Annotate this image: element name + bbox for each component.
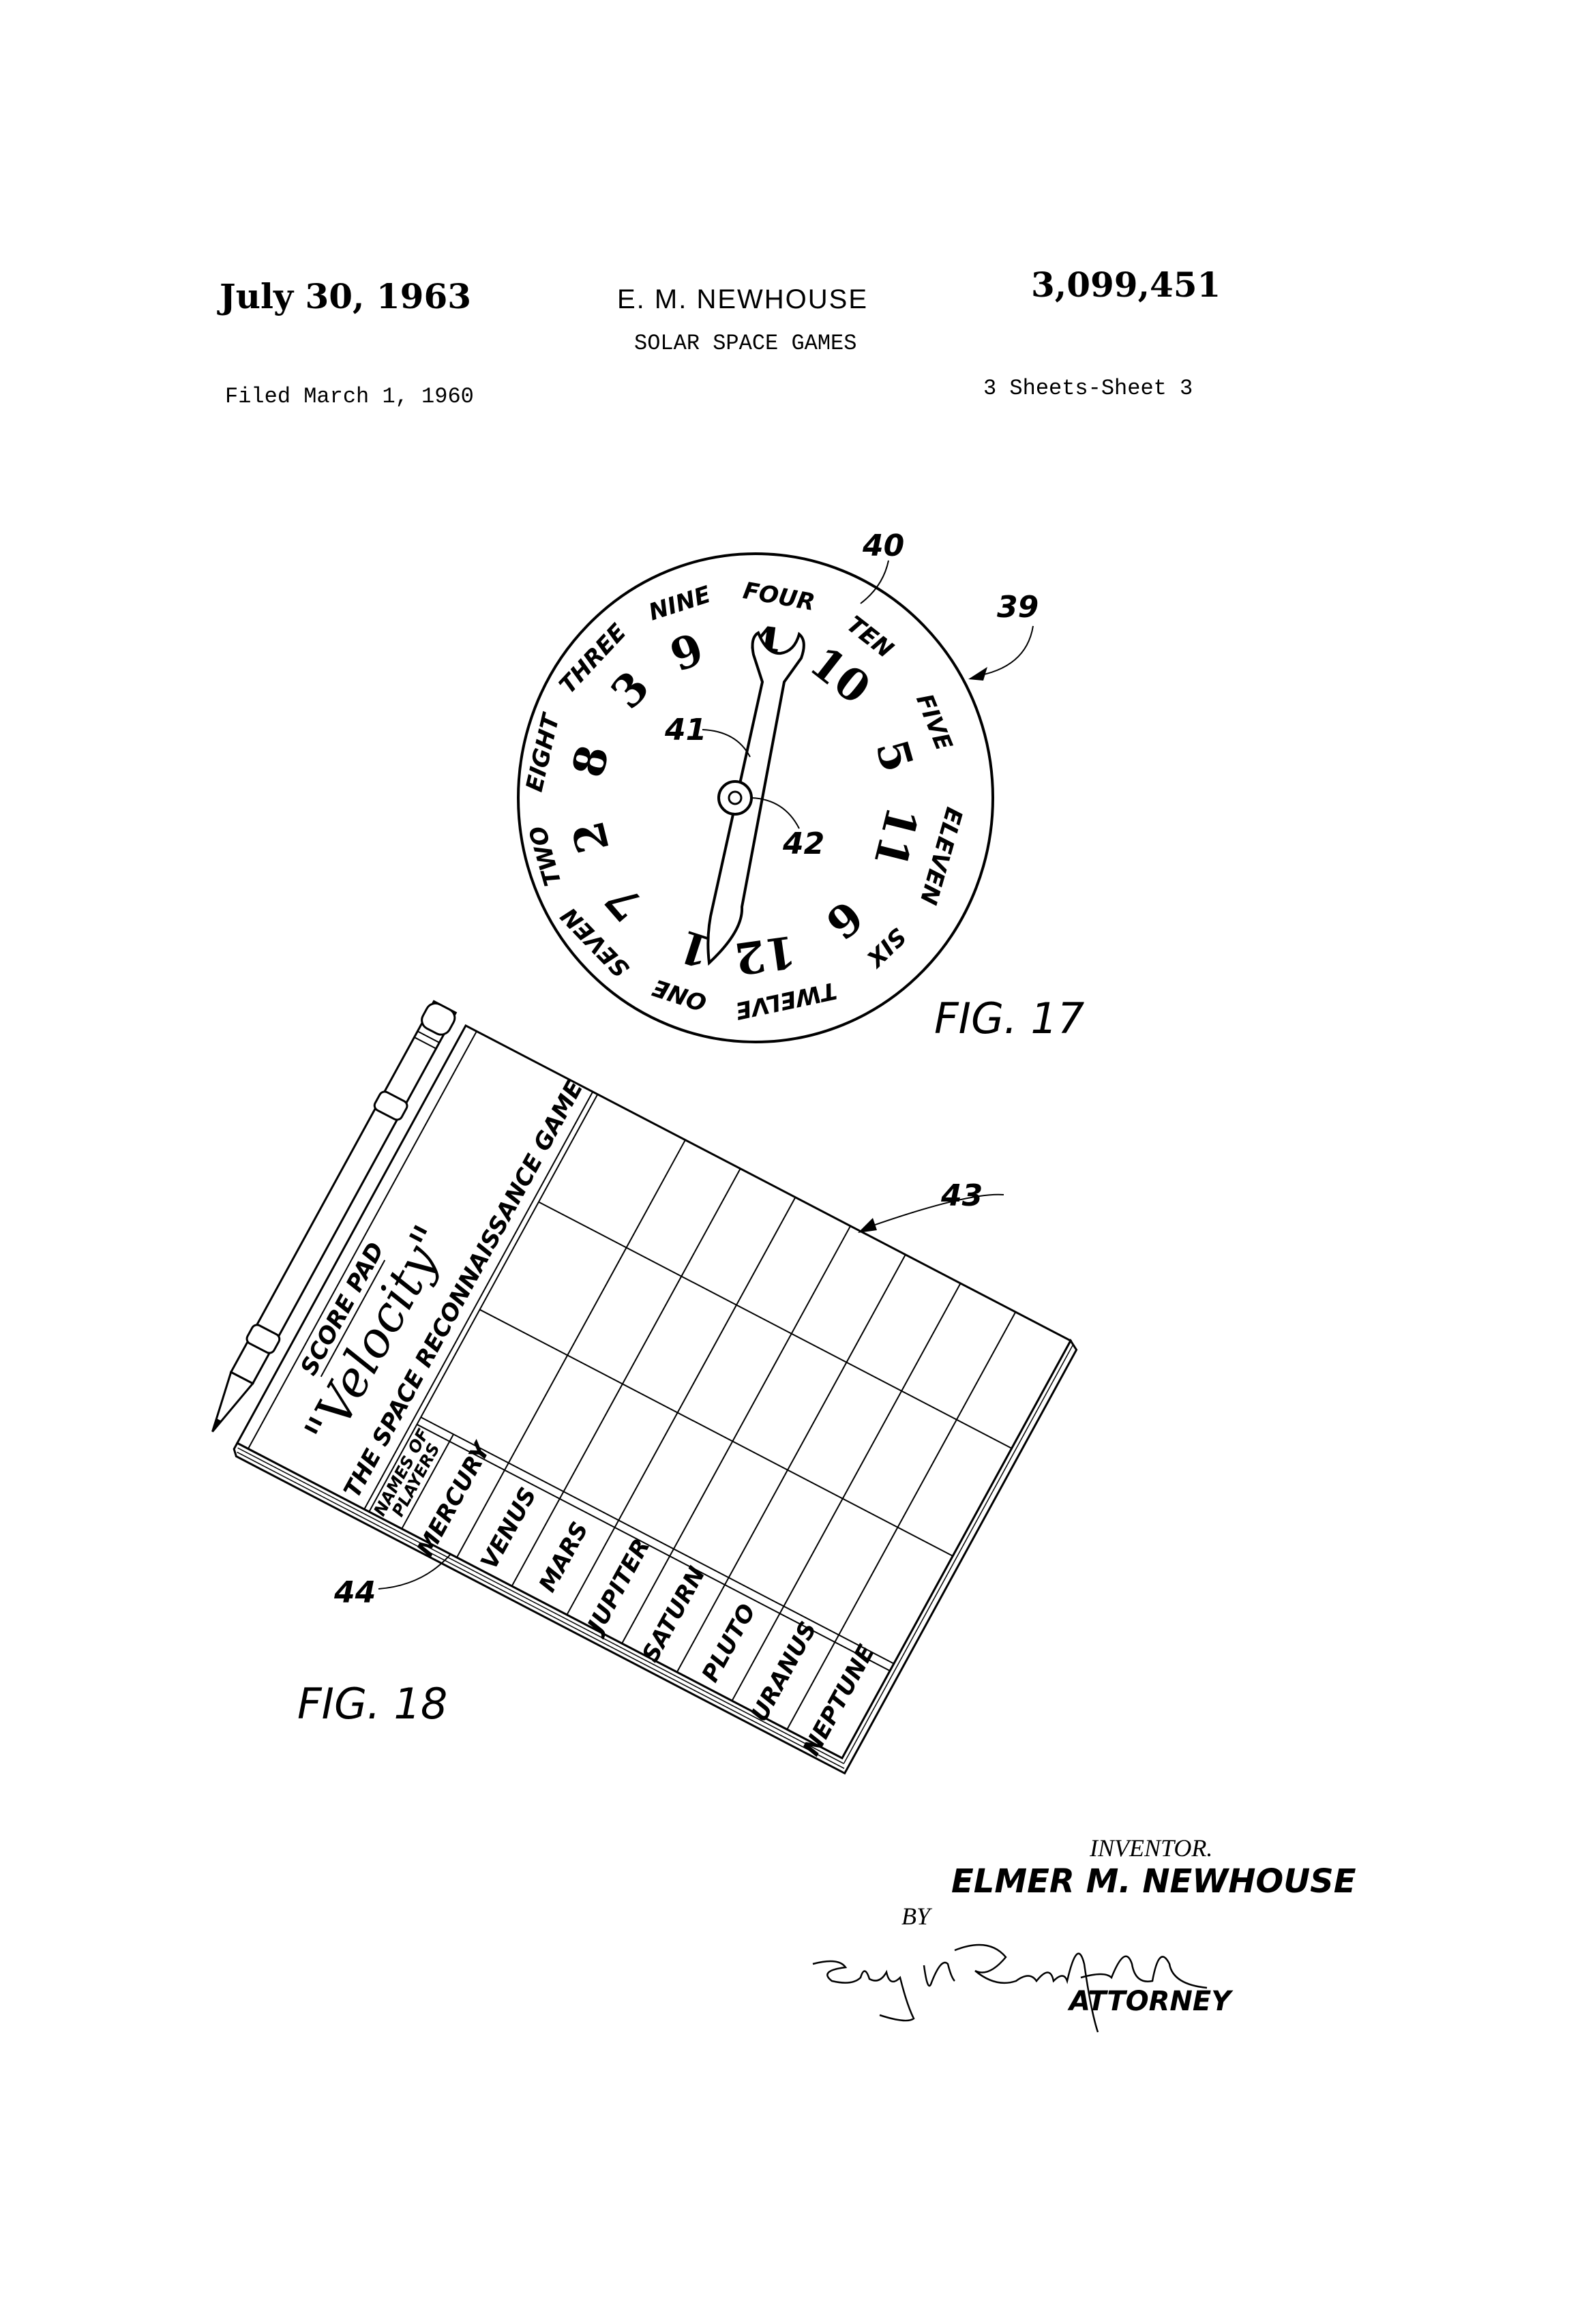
pad-page-line xyxy=(238,1448,844,1763)
dial-rim xyxy=(518,554,993,1042)
pad-page-line xyxy=(844,1345,1073,1763)
row-line xyxy=(417,1425,890,1671)
header-divider xyxy=(369,1094,597,1512)
score-pad-underline xyxy=(321,1260,385,1377)
pad-page-line xyxy=(237,1452,845,1768)
dial-numeral-7: 7 xyxy=(596,874,655,930)
signature-block: INVENTOR. ELMER M. NEWHOUSE BY ATTORNEY xyxy=(813,1834,1356,2032)
column-line xyxy=(622,1226,850,1643)
dial-numeral-2: 2 xyxy=(563,816,620,858)
row-line xyxy=(480,1309,953,1555)
pivot-hub xyxy=(719,781,751,814)
ref-39-arrow xyxy=(974,626,1033,676)
attorney-signature xyxy=(813,1945,1207,2032)
dial-word-nine: NINE xyxy=(646,581,715,627)
dial-word-four: FOUR xyxy=(741,577,817,616)
column-line xyxy=(732,1283,961,1701)
fig17-caption: FIG. 17 xyxy=(934,994,1084,1043)
dial-numeral-12: 12 xyxy=(732,925,799,984)
row-line xyxy=(539,1202,1012,1448)
column-line xyxy=(567,1197,795,1615)
dial-numeral-5: 5 xyxy=(865,734,923,777)
dial-word-eight: EIGHT xyxy=(521,710,566,794)
dial-numeral-8: 8 xyxy=(563,741,620,782)
dial-numeral-11: 11 xyxy=(863,801,927,873)
pad-top-sheet xyxy=(235,1024,1073,1760)
column-line xyxy=(512,1169,741,1586)
ref-43: 43 xyxy=(940,1178,983,1213)
ref-39: 39 xyxy=(997,590,1039,625)
fig18-score-pad: SCORE PAD "Velocity" THE SPACE RECONNAIS… xyxy=(194,1000,1082,1774)
ref-42: 42 xyxy=(782,826,824,861)
pencil-icon xyxy=(199,1000,458,1439)
dial-numeral-9: 9 xyxy=(663,623,710,682)
header-divider xyxy=(364,1092,593,1509)
ref-44: 44 xyxy=(333,1575,376,1610)
dial-numeral-3: 3 xyxy=(601,661,659,719)
ref-41: 41 xyxy=(664,713,706,747)
sheet-count: 3 Sheets-Sheet 3 xyxy=(983,376,1193,401)
pivot-pin xyxy=(729,792,741,804)
patent-date: July 30, 1963 xyxy=(217,276,471,316)
inventor-name: ELMER M. NEWHOUSE xyxy=(951,1862,1356,1901)
arrowhead-icon xyxy=(968,667,987,681)
patent-title: SOLAR SPACE GAMES xyxy=(634,331,856,356)
column-line xyxy=(402,1434,453,1529)
arrowhead-icon xyxy=(858,1218,877,1233)
row-line xyxy=(421,1417,894,1663)
pad-binding-line xyxy=(248,1031,477,1448)
dial-word-twelve: TWELVE xyxy=(733,977,839,1024)
column-line xyxy=(677,1255,906,1672)
column-line xyxy=(787,1312,1015,1729)
by-label: BY xyxy=(901,1903,933,1930)
ref-40-leader xyxy=(861,561,889,604)
column-line xyxy=(457,1140,685,1558)
fig18-caption: FIG. 18 xyxy=(297,1679,447,1729)
dial-word-one: ONE xyxy=(649,973,710,1016)
inventor-header: E. M. NEWHOUSE xyxy=(617,284,868,314)
score-grid xyxy=(364,1092,1071,1758)
patent-number: 3,099,451 xyxy=(1031,265,1221,305)
filed-date: Filed March 1, 1960 xyxy=(225,384,474,409)
inventor-label: INVENTOR. xyxy=(1089,1834,1212,1862)
dial-numeral-6: 6 xyxy=(816,890,872,949)
attorney-label: ATTORNEY xyxy=(1067,1986,1234,2017)
ref-40: 40 xyxy=(862,528,904,563)
ref-44-leader xyxy=(378,1555,450,1589)
ref-41-leader xyxy=(702,730,750,757)
ref-43-arrow xyxy=(867,1195,1004,1227)
ref-42-leader xyxy=(751,798,799,829)
